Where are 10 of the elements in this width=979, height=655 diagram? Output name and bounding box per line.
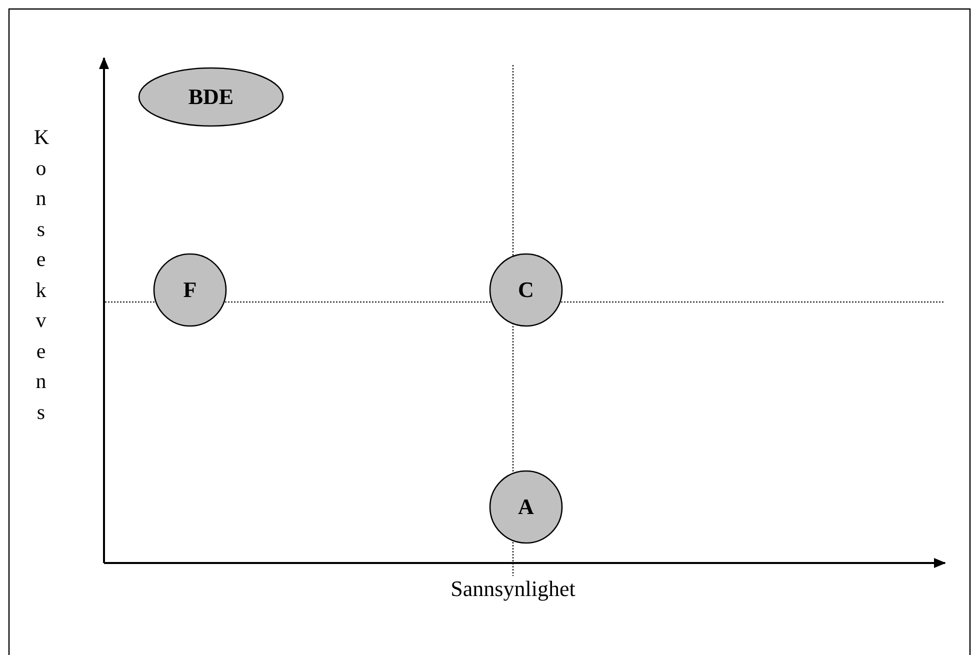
risk-circle [153, 253, 227, 327]
node-label: C [517, 276, 535, 304]
risk-circle [489, 470, 563, 544]
node-label: BDE [187, 83, 235, 111]
risk-ellipse [138, 67, 284, 127]
axis-title: Konsekvens [34, 124, 48, 426]
risk-circle [489, 253, 563, 327]
node-label: A [517, 493, 535, 521]
axis-title: Sannsynlighet [450, 576, 576, 602]
node-label: F [182, 276, 198, 304]
